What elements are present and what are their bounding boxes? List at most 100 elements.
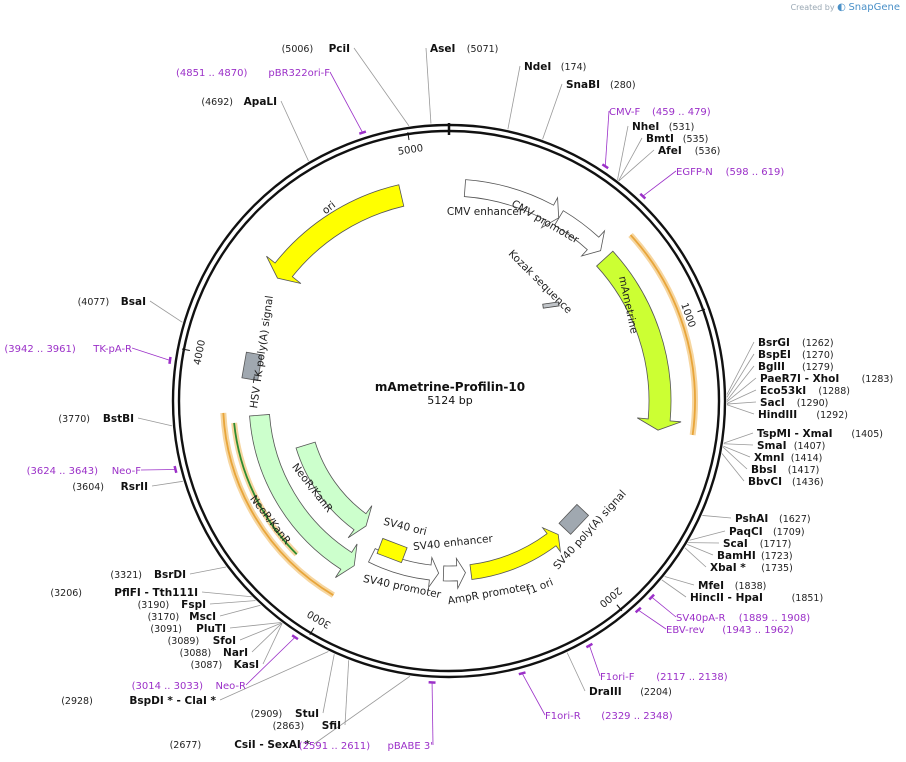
site-position: (280) (610, 80, 636, 91)
site-name: SacI (760, 397, 785, 409)
site-name: XmnI (754, 452, 784, 464)
feature-arrow (295, 441, 373, 539)
site-name: NarI (223, 647, 248, 659)
feature-arrows (220, 179, 698, 598)
bp-tick-label: 2000 (597, 584, 624, 609)
site-position: (2928) (61, 696, 93, 707)
site-leader-line (137, 417, 173, 427)
site-name: PaqCI (729, 526, 763, 538)
site-name: FspI (181, 599, 206, 611)
site-name: BbvCI (748, 476, 782, 488)
primer-name: F1ori-F (600, 672, 635, 683)
primer-name: CMV-F (609, 107, 640, 118)
site-leader-line (542, 83, 563, 140)
site-leader-line (726, 377, 757, 402)
site-position: (3604) (72, 482, 104, 493)
bp-tick-label: 4000 (192, 339, 208, 366)
feature-arrow (596, 250, 682, 431)
feature-arrow (249, 414, 358, 578)
site-name: BsaI (121, 296, 146, 308)
site-leader-line (618, 137, 643, 181)
site-name: XbaI * (710, 562, 746, 574)
primer-name: Neo-F (112, 466, 142, 477)
site-name: PshAI (735, 513, 768, 525)
primer-name: TK-pA-R (92, 344, 132, 355)
site-position: (1407) (794, 441, 826, 452)
primer-range: (1889 .. 1908) (739, 613, 811, 624)
site-leader-line (262, 623, 283, 665)
feature-label: Kozak sequence (506, 248, 574, 316)
sv40-ori-box (376, 537, 408, 564)
site-leader-line (251, 622, 283, 653)
site-name: BstBI (103, 413, 134, 425)
site-position: (3088) (180, 648, 212, 659)
site-position: (536) (695, 146, 721, 157)
site-name: BspDI * - ClaI * (129, 695, 216, 707)
site-name: SnaBI (566, 79, 600, 91)
primer-range: (598 .. 619) (726, 167, 785, 178)
bp-tick-mark (181, 348, 190, 351)
site-position: (5071) (467, 44, 499, 55)
site-name: PluTI (196, 623, 226, 635)
bp-tick-label: 5000 (397, 143, 424, 158)
primer-leader-line (329, 71, 363, 133)
site-position: (1436) (792, 477, 824, 488)
primer-range: (459 .. 479) (652, 107, 711, 118)
feature-label: SV40 poly(A) signal (551, 488, 629, 572)
site-position: (2909) (251, 709, 283, 720)
site-name: MscI (189, 611, 216, 623)
site-leader-line (566, 652, 586, 692)
site-name: DraIII (589, 686, 622, 698)
orf-arc (222, 412, 334, 596)
site-leader-line (726, 365, 755, 401)
site-name: PflFI - Tth111I (114, 587, 198, 599)
site-position: (3089) (168, 636, 200, 647)
site-leader-line (239, 622, 282, 641)
site-leader-line (702, 515, 732, 519)
site-position: (3087) (191, 660, 223, 671)
site-leader-line (151, 480, 183, 487)
feature-arrow (442, 556, 466, 590)
site-name: SfoI (213, 635, 236, 647)
site-leader-line (687, 544, 714, 556)
primer-leader-line (521, 673, 546, 716)
site-position: (2677) (170, 740, 202, 751)
feature-arrow (463, 179, 560, 229)
site-leader-line (219, 604, 261, 617)
site-name: BglII (758, 361, 785, 373)
bp-tick-mark (309, 627, 315, 635)
primer-leader-line (140, 469, 176, 471)
site-position: (4692) (201, 97, 233, 108)
feature-arrow (266, 184, 405, 284)
site-name: NdeI (524, 61, 551, 73)
site-position: (5006) (282, 44, 314, 55)
site-leader-line (313, 675, 411, 745)
primer-range: (2591 .. 2611) (299, 741, 371, 752)
site-name: PaeR7I - XhoI (760, 373, 839, 385)
site-leader-line (726, 341, 755, 395)
primer-leader-line (131, 347, 171, 361)
site-leader-line (726, 401, 757, 405)
site-position: (1838) (735, 581, 767, 592)
site-name: StuI (295, 708, 319, 720)
site-name: TspMI - XmaI (757, 428, 833, 440)
primer-name: pBR322ori-F (268, 68, 330, 79)
site-name: KasI (234, 659, 259, 671)
bp-tick-label: 3000 (306, 608, 333, 630)
site-name: PciI (329, 43, 350, 55)
site-leader-line (219, 651, 329, 701)
site-name: BsrGI (758, 337, 790, 349)
site-position: (1723) (761, 551, 793, 562)
primer-leader-line (245, 636, 296, 686)
orf-arc (233, 422, 298, 555)
site-position: (1292) (816, 410, 848, 421)
primer-range: (2117 .. 2138) (656, 672, 728, 683)
primer-range: (1943 .. 1962) (722, 625, 794, 636)
plasmid-name: mAmetrine-Profilin-10 (375, 380, 525, 394)
site-name: SfiI (322, 720, 341, 732)
site-leader-line (723, 443, 754, 446)
site-name: SmaI (757, 440, 787, 452)
primer-range: (3942 .. 3961) (4, 344, 76, 355)
bp-tick-mark (407, 132, 410, 141)
